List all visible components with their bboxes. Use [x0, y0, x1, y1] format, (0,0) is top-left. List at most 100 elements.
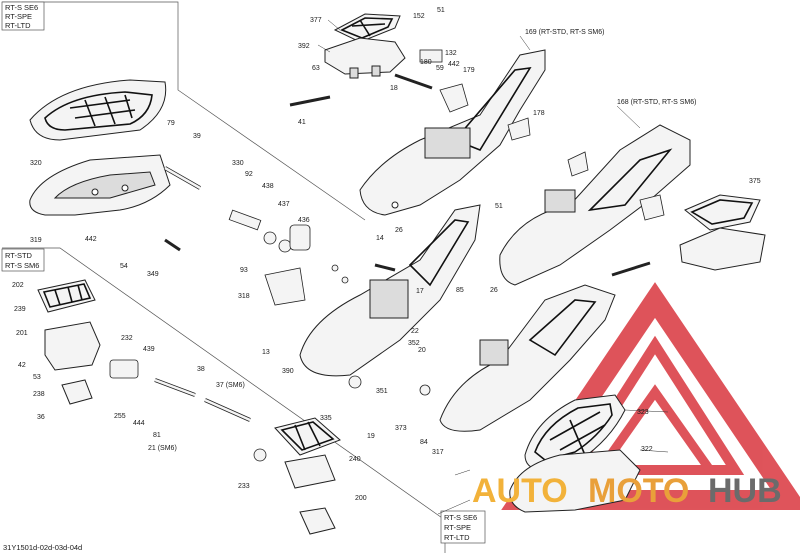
- part-number: 392: [298, 43, 310, 50]
- callout-part-37: 37 (SM6): [216, 382, 245, 389]
- part-number: 373: [395, 425, 407, 432]
- part-number: 349: [147, 271, 159, 278]
- part-number: 59: [436, 65, 444, 72]
- footpeg-bracket-392: [324, 37, 406, 79]
- variant-box-bottom-right: RT-S SE6 RT-SPE RT-LTD: [444, 513, 477, 542]
- variant-label: RT-S SE6: [5, 3, 38, 12]
- part-number: 85: [456, 287, 464, 294]
- part-number: 436: [298, 217, 310, 224]
- part-number: 232: [121, 335, 133, 342]
- variant-box-bottom-right-border: [440, 510, 486, 544]
- part-number: 178: [533, 110, 545, 117]
- part-number: 81: [153, 432, 161, 439]
- callout-part-21: 21 (SM6): [148, 445, 177, 452]
- part-number: 239: [14, 306, 26, 313]
- part-number: 255: [114, 413, 126, 420]
- variant-box-mid-left: RT-STD RT-S SM6: [5, 251, 39, 270]
- part-number: 179: [463, 67, 475, 74]
- callouts: 169 (RT-STD, RT-S SM6) 168 (RT-STD, RT-S…: [148, 29, 696, 452]
- part-number: 17: [416, 288, 424, 295]
- part-number: 201: [16, 330, 28, 337]
- part-number: 202: [12, 282, 24, 289]
- callout-frame-169: 169 (RT-STD, RT-S SM6): [525, 29, 604, 36]
- frame-lower-center: [299, 204, 481, 377]
- part-number-labels: 377 392 152 51 132 180 63 18 442 179 41 …: [12, 7, 761, 502]
- part-number: 238: [33, 391, 45, 398]
- part-number: 375: [749, 178, 761, 185]
- part-number: 323: [637, 409, 649, 416]
- part-number: 390: [282, 368, 294, 375]
- part-number: 317: [432, 449, 444, 456]
- footpeg-mount-200: [284, 454, 336, 535]
- variant-label: RT-S SE6: [444, 513, 477, 522]
- frame-lower-right: [439, 284, 616, 432]
- part-number: 444: [133, 420, 145, 427]
- footrest-bracket-319: [29, 154, 171, 216]
- part-number: 20: [418, 347, 426, 354]
- part-number: 439: [143, 346, 155, 353]
- part-number: 26: [395, 227, 403, 234]
- part-number: 22: [411, 328, 419, 335]
- part-number: 318: [238, 293, 250, 300]
- footrest-bracket-322: [509, 449, 641, 513]
- part-number: 39: [193, 133, 201, 140]
- part-number: 152: [413, 13, 425, 20]
- reference-code: 31Y1501d-02d-03d-04d: [3, 543, 82, 552]
- part-number: 377: [310, 17, 322, 24]
- part-number: 200: [355, 495, 367, 502]
- part-number: 319: [30, 237, 42, 244]
- part-number: 233: [238, 483, 250, 490]
- variant-label: RT-LTD: [5, 21, 31, 30]
- part-number: 335: [320, 415, 332, 422]
- part-number: 13: [262, 349, 270, 356]
- footpeg-240: [274, 417, 341, 456]
- part-number: 51: [437, 7, 445, 14]
- callout-frame-168: 168 (RT-STD, RT-S SM6): [617, 99, 696, 106]
- part-number: 93: [240, 267, 248, 274]
- part-number: 26: [490, 287, 498, 294]
- part-number: 442: [85, 236, 97, 243]
- variant-box-top-left-border: [1, 1, 366, 221]
- variant-label: RT-S SM6: [5, 261, 39, 270]
- variant-label: RT-SPE: [444, 523, 471, 532]
- frame-168: [499, 124, 691, 286]
- footrest-panel-320: [29, 79, 167, 141]
- variant-box-top-left: RT-S SE6 RT-SPE RT-LTD: [5, 3, 38, 30]
- part-number: 438: [262, 183, 274, 190]
- footpeg-mount-201: [44, 321, 101, 405]
- part-number: 79: [167, 120, 175, 127]
- frame-169: [359, 49, 546, 216]
- part-number: 351: [376, 388, 388, 395]
- watermark-hub: HUB: [708, 472, 782, 510]
- footpeg-202: [37, 279, 96, 313]
- leader-lines: [317, 19, 669, 515]
- part-number: 352: [408, 340, 420, 347]
- part-number: 36: [37, 414, 45, 421]
- variant-label: RT-STD: [5, 251, 33, 260]
- part-number: 84: [420, 439, 428, 446]
- part-number: 53: [33, 374, 41, 381]
- part-number: 41: [298, 119, 306, 126]
- watermark-auto: AUTO: [472, 472, 568, 510]
- watermark-moto: MOTO: [588, 472, 689, 510]
- part-number: 442: [448, 61, 460, 68]
- part-number: 240: [349, 456, 361, 463]
- part-number: 42: [18, 362, 26, 369]
- watermark-wordmark: AUTO MOTO HUB: [472, 472, 782, 510]
- part-number: 54: [120, 263, 128, 270]
- part-number: 14: [376, 235, 384, 242]
- footpeg-375: [679, 194, 766, 271]
- part-number: 132: [445, 50, 457, 57]
- variant-label: RT-LTD: [444, 533, 470, 542]
- part-number: 322: [641, 446, 653, 453]
- part-number: 92: [245, 171, 253, 178]
- part-number: 320: [30, 160, 42, 167]
- part-number: 51: [495, 203, 503, 210]
- part-number: 19: [367, 433, 375, 440]
- variant-label: RT-SPE: [5, 12, 32, 21]
- part-number: 63: [312, 65, 320, 72]
- part-number: 330: [232, 160, 244, 167]
- part-number: 180: [420, 59, 432, 66]
- part-number: 437: [278, 201, 290, 208]
